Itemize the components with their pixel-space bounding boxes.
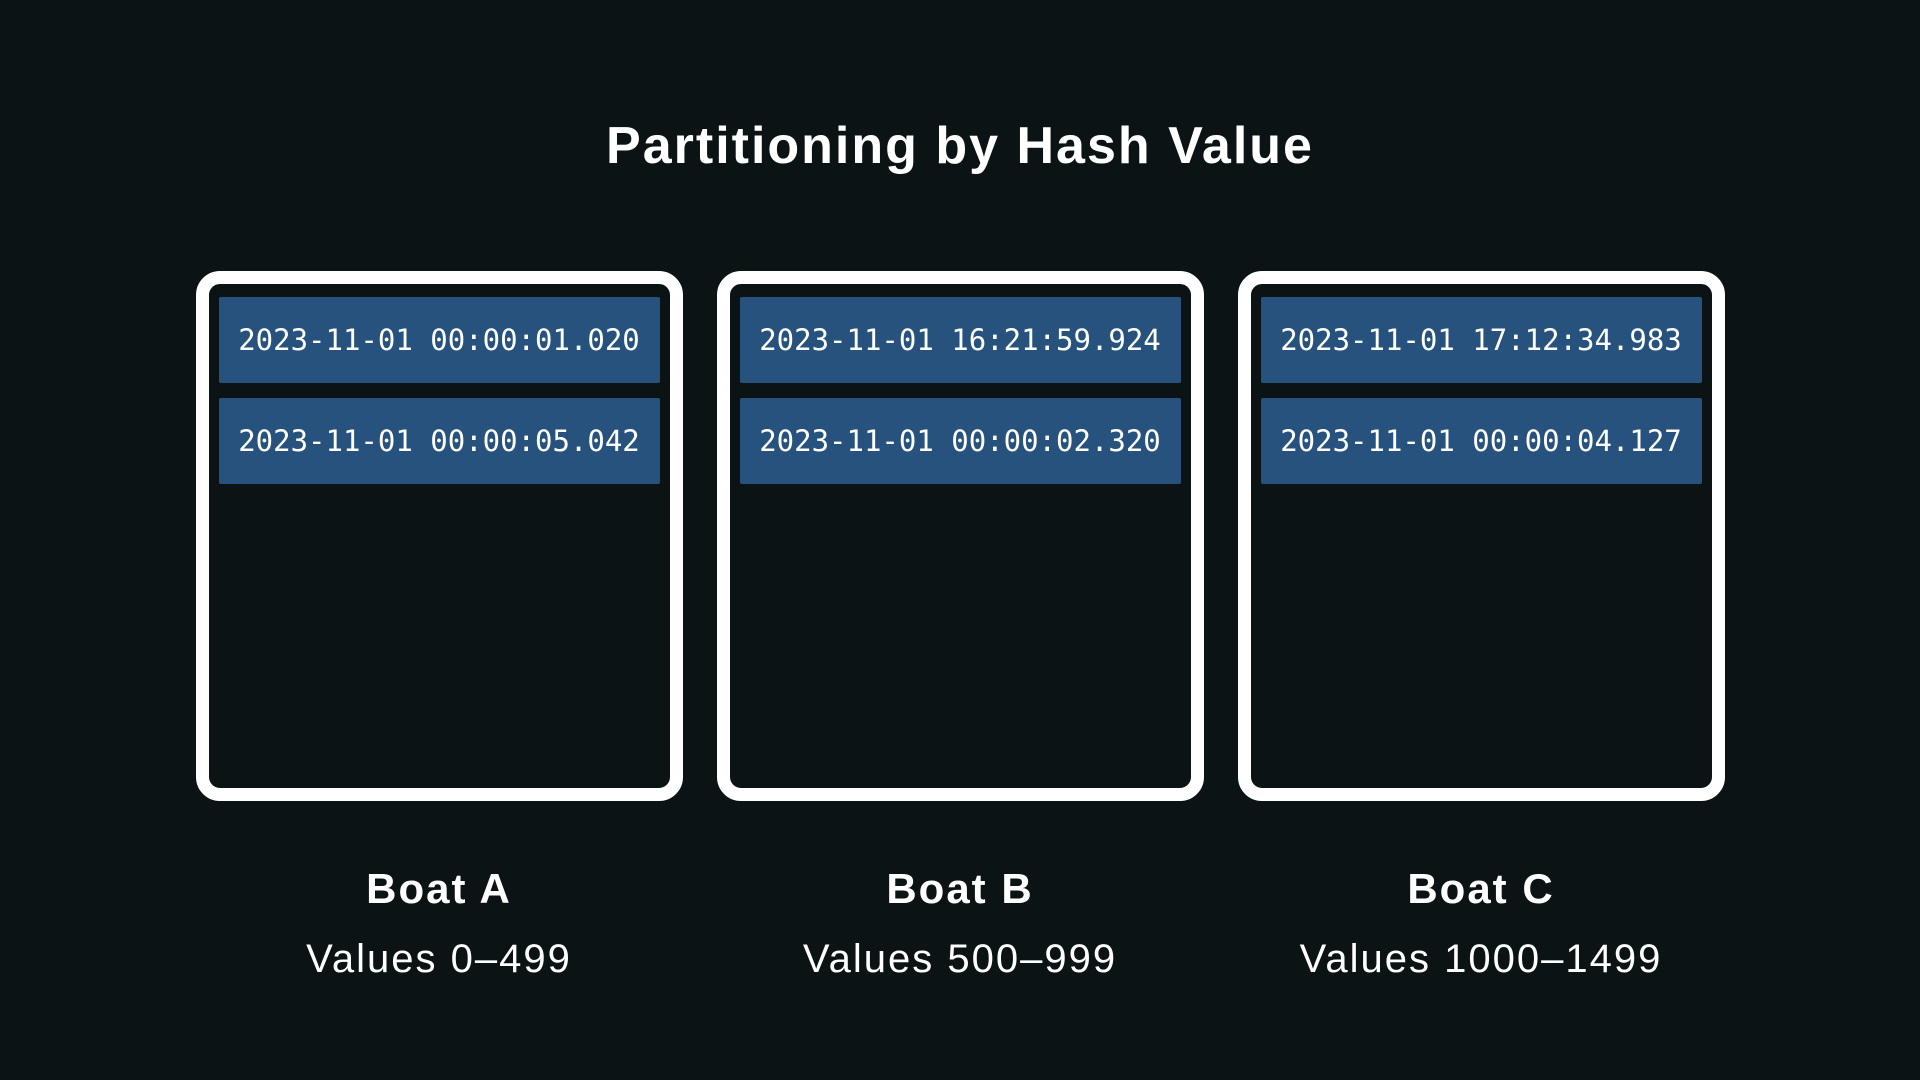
partition-box-boat-b: 2023-11-01 16:21:59.924 2023-11-01 00:00… xyxy=(716,271,1204,802)
partition-range: Values 1000–1499 xyxy=(1299,937,1663,982)
partition-name: Boat C xyxy=(1407,865,1555,913)
partition-name: Boat B xyxy=(886,865,1034,913)
partitions-row: 2023-11-01 00:00:01.020 2023-11-01 00:00… xyxy=(0,271,1920,982)
partition-column-boat-b: 2023-11-01 16:21:59.924 2023-11-01 00:00… xyxy=(716,271,1204,982)
partition-box-boat-a: 2023-11-01 00:00:01.020 2023-11-01 00:00… xyxy=(195,271,683,802)
record-row: 2023-11-01 00:00:02.320 xyxy=(739,398,1181,485)
partition-column-boat-a: 2023-11-01 00:00:01.020 2023-11-01 00:00… xyxy=(195,271,683,982)
diagram-title: Partitioning by Hash Value xyxy=(606,117,1314,175)
record-row: 2023-11-01 00:00:04.127 xyxy=(1260,398,1702,485)
record-row: 2023-11-01 00:00:01.020 xyxy=(218,297,660,384)
partition-range: Values 0–499 xyxy=(306,937,572,982)
record-row: 2023-11-01 00:00:05.042 xyxy=(218,398,660,485)
partition-name: Boat A xyxy=(366,865,512,913)
partition-column-boat-c: 2023-11-01 17:12:34.983 2023-11-01 00:00… xyxy=(1237,271,1725,982)
record-row: 2023-11-01 17:12:34.983 xyxy=(1260,297,1702,384)
partition-range: Values 500–999 xyxy=(802,937,1118,982)
record-row: 2023-11-01 16:21:59.924 xyxy=(739,297,1181,384)
partition-box-boat-c: 2023-11-01 17:12:34.983 2023-11-01 00:00… xyxy=(1237,271,1725,802)
